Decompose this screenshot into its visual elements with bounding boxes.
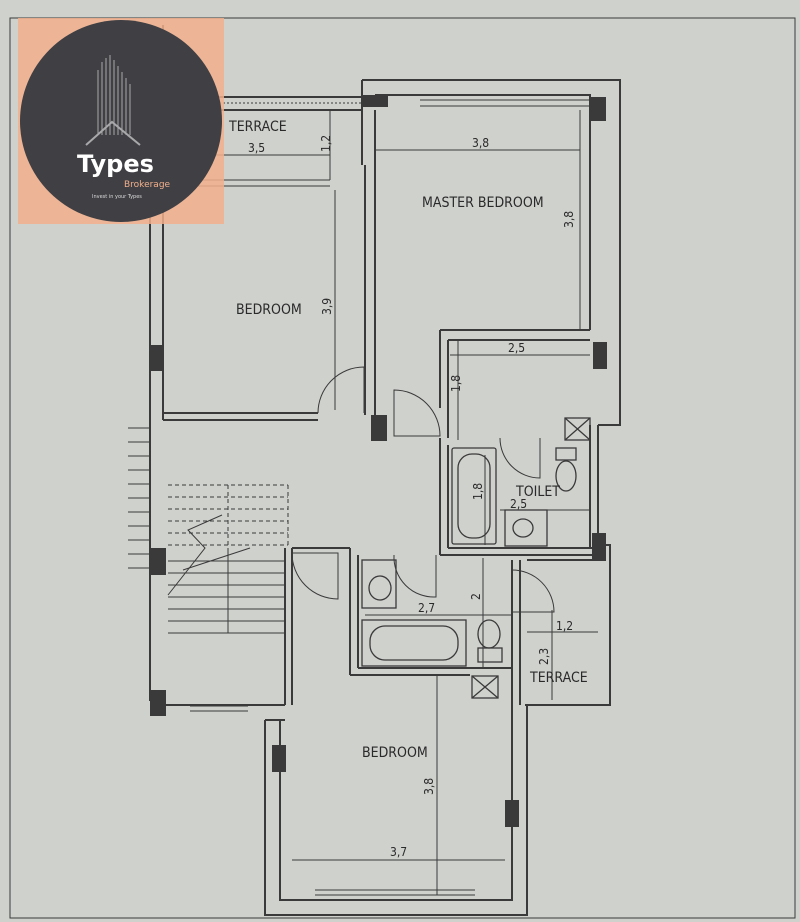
room-label-bedroom-bottom: BEDROOM	[362, 745, 428, 761]
dim-terrace-depth: 1,2	[319, 135, 333, 152]
dim-lower-bath-depth: 2	[469, 593, 483, 600]
dim-lower-bath-width: 2,7	[418, 601, 435, 615]
room-label-toilet: TOILET	[515, 484, 560, 500]
room-label-master-bedroom: MASTER BEDROOM	[422, 195, 544, 211]
interior-walls	[163, 110, 598, 705]
toilet-upper	[555, 447, 577, 461]
dim-bedroom-left-depth: 3,9	[320, 298, 334, 315]
dim-toilet-tub-length: 1,8	[471, 483, 485, 500]
fixtures	[361, 417, 591, 699]
room-label-terrace-small: TERRACE	[529, 670, 588, 686]
logo-circle	[20, 20, 222, 222]
dim-small-terrace-depth: 2,3	[537, 648, 551, 665]
dim-toilet-width: 2,5	[510, 497, 527, 511]
room-label-bedroom-left: BEDROOM	[236, 302, 302, 318]
logo-subtitle: Brokerage	[124, 180, 171, 190]
bathtub-lower	[361, 619, 467, 667]
room-label-terrace-top: TERRACE	[228, 119, 287, 135]
bathtub-upper	[451, 447, 497, 545]
logo-tagline: Invest in your Types	[92, 194, 142, 200]
dim-upper-bath-width: 2,5	[508, 341, 525, 355]
doors	[291, 366, 555, 613]
dim-master-depth: 3,8	[562, 211, 576, 228]
types-logo: Types Brokerage Invest in your Types	[18, 18, 224, 224]
dim-terrace-width: 3,5	[248, 141, 265, 155]
dim-upper-bath-depth: 1,8	[449, 375, 463, 392]
staircase	[128, 427, 289, 634]
dim-small-terrace-width: 1,2	[556, 619, 573, 633]
building-icon	[85, 55, 141, 146]
dim-bedroom-bottom-depth: 3,8	[422, 778, 436, 795]
basin-lower	[361, 559, 397, 609]
paper-border	[9, 17, 796, 919]
logo-brand: Types	[77, 150, 154, 178]
dim-master-width: 3,8	[472, 136, 489, 150]
dim-bedroom-bottom-width: 3,7	[390, 845, 407, 859]
